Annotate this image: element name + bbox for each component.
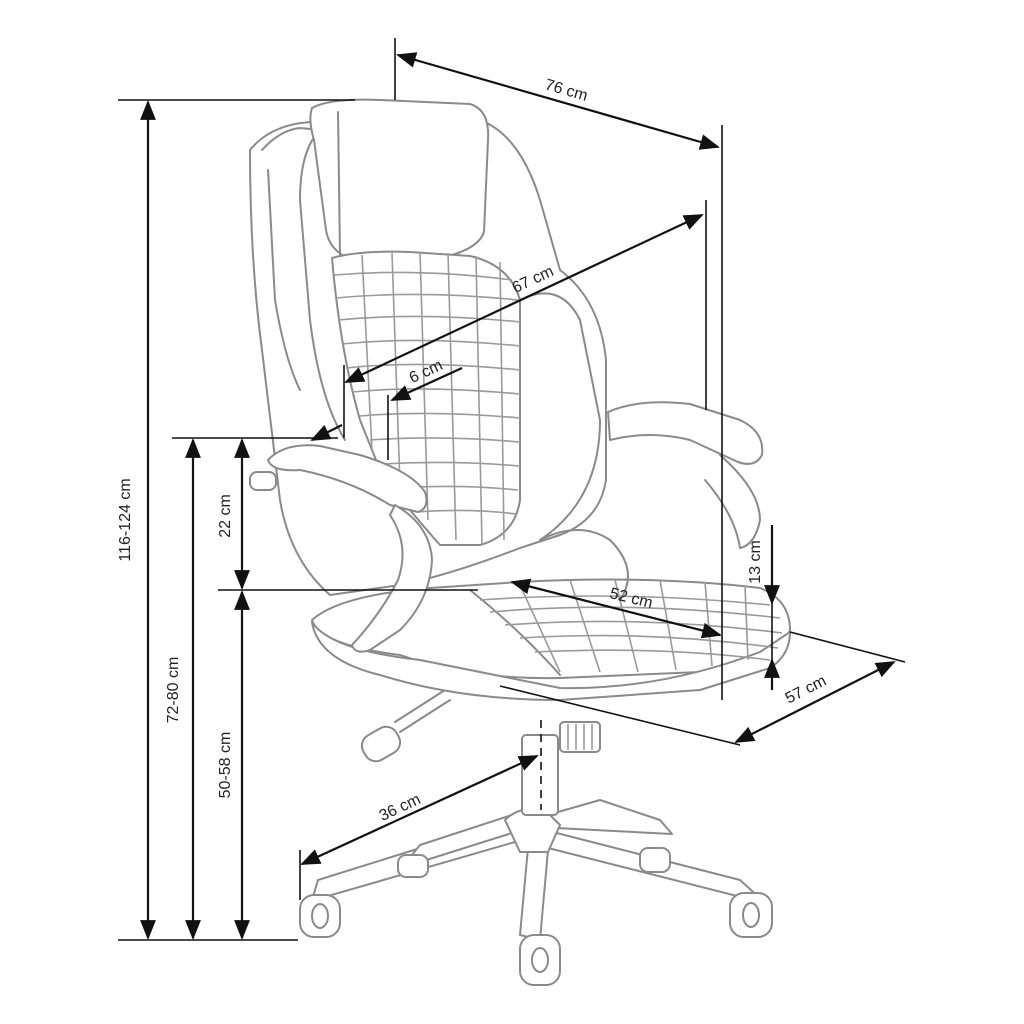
seat-width-label: 57 cm [783,673,830,708]
caster-wheel [639,847,671,873]
gas-lift-column [521,721,601,816]
right-armrest [607,401,764,549]
backrest [249,98,629,601]
caster-wheel [519,934,561,986]
caster-wheel [729,892,773,938]
left-armrest [249,444,433,653]
armrest-above-seat-label: 22 cm [217,494,234,538]
seat-thickness-label: 13 cm [747,540,764,584]
caster-wheel [397,854,429,878]
overall-width-label: 76 cm [543,76,590,104]
seat-height-label: 50-58 cm [217,732,234,799]
caster-wheel [299,894,341,938]
armrest-height-dimension: 72-80 cm [165,437,338,940]
overall-height-dimension: 116-124 cm [117,99,355,941]
chair-base [299,799,773,986]
tilt-lever [360,689,451,763]
armrest-above-seat-dimension: 22 cm [217,438,478,591]
seat-height-dimension: 50-58 cm [217,590,250,940]
armrest-height-label: 72-80 cm [165,657,182,724]
chair-illustration [249,98,791,986]
overall-height-label: 116-124 cm [117,478,134,561]
